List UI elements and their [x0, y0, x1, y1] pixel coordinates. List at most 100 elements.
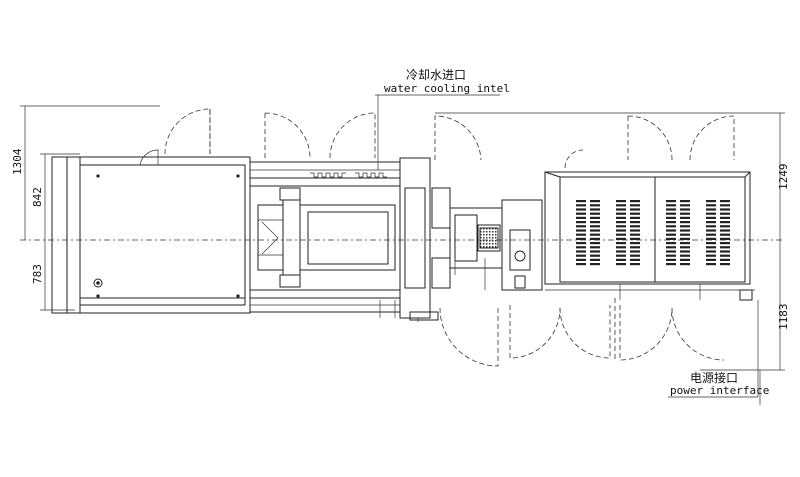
vent-slat — [590, 258, 600, 261]
clamping-unit — [51, 149, 251, 314]
vent-slat — [630, 258, 640, 261]
vent-slat — [616, 225, 626, 228]
vent-slat — [706, 229, 716, 232]
vent-slat — [680, 212, 690, 215]
door-swings-top — [164, 108, 735, 169]
vent-slat — [720, 204, 730, 207]
vent-slat — [720, 216, 730, 219]
vent-slat — [666, 200, 676, 203]
vent-slat — [720, 237, 730, 240]
door-swings-bottom — [439, 298, 725, 367]
vent-slat — [706, 250, 716, 253]
vent-slat — [666, 263, 676, 266]
dim-1304: 1304 — [11, 148, 24, 175]
vent-slat — [576, 212, 586, 215]
vent-slat — [706, 233, 716, 236]
vent-slat — [576, 263, 586, 266]
vent-slat — [590, 263, 600, 266]
power-label-cn: 电源接口 — [690, 370, 738, 385]
vent-slat — [680, 233, 690, 236]
vent-slat — [630, 237, 640, 240]
vent-slat — [630, 221, 640, 224]
dim-1249: 1249 — [777, 164, 790, 191]
vent-slat — [630, 242, 640, 245]
vent-slat — [576, 254, 586, 257]
vent-slat — [576, 246, 586, 249]
vent-slat — [590, 250, 600, 253]
vent-slat — [720, 200, 730, 203]
vent-slat — [720, 250, 730, 253]
electrical-cabinet — [544, 171, 755, 301]
vent-slat — [576, 204, 586, 207]
vent-slat — [590, 246, 600, 249]
vent-slat — [666, 246, 676, 249]
vent-slat — [720, 246, 730, 249]
cooling-label-en: water cooling intel — [384, 82, 510, 95]
vent-slat — [576, 225, 586, 228]
vent-slat — [616, 233, 626, 236]
vent-slat — [706, 263, 716, 266]
vent-slat — [706, 225, 716, 228]
vent-slat — [630, 233, 640, 236]
vent-slat — [680, 250, 690, 253]
vent-slat — [630, 212, 640, 215]
vent-slat — [720, 242, 730, 245]
vent-slat — [680, 216, 690, 219]
vent-slat — [590, 204, 600, 207]
vent-slat — [706, 204, 716, 207]
vent-slat — [706, 246, 716, 249]
vent-slat — [576, 250, 586, 253]
vent-slat — [706, 242, 716, 245]
vent-slat — [616, 263, 626, 266]
vent-slat — [616, 246, 626, 249]
vent-slat — [616, 229, 626, 232]
fixed-platen — [399, 157, 451, 322]
vent-slat — [666, 204, 676, 207]
vent-slat — [630, 250, 640, 253]
vent-slat — [680, 254, 690, 257]
vent-slat — [720, 263, 730, 266]
vent-slat — [630, 204, 640, 207]
left-dimensions: 1304 842 783 — [11, 105, 160, 311]
vent-slat — [630, 229, 640, 232]
vent-slat — [706, 212, 716, 215]
vent-slat — [720, 258, 730, 261]
cabinet-vents — [576, 200, 730, 266]
vent-slat — [720, 212, 730, 215]
vent-slat — [720, 208, 730, 211]
vent-slat — [680, 229, 690, 232]
vent-slat — [590, 242, 600, 245]
cooling-inlet-callout: 冷却水进口 water cooling intel — [375, 68, 510, 170]
vent-slat — [616, 200, 626, 203]
vent-slat — [706, 216, 716, 219]
vent-slat — [706, 254, 716, 257]
vent-slat — [576, 200, 586, 203]
vent-slat — [616, 237, 626, 240]
vent-slat — [680, 237, 690, 240]
vent-slat — [680, 208, 690, 211]
right-dimensions: 1249 1183 — [435, 112, 790, 405]
vent-slat — [630, 216, 640, 219]
vent-slat — [720, 254, 730, 257]
vent-slat — [616, 254, 626, 257]
vent-slat — [666, 229, 676, 232]
vent-slat — [666, 258, 676, 261]
vent-slat — [576, 208, 586, 211]
vent-slat — [590, 212, 600, 215]
dim-842: 842 — [31, 187, 44, 207]
vent-slat — [666, 221, 676, 224]
cooling-label-cn: 冷却水进口 — [406, 68, 466, 82]
vent-slat — [576, 233, 586, 236]
vent-slat — [706, 221, 716, 224]
vent-slat — [720, 229, 730, 232]
vent-slat — [616, 242, 626, 245]
vent-slat — [590, 254, 600, 257]
dim-1183: 1183 — [777, 304, 790, 331]
vent-slat — [720, 233, 730, 236]
vent-slat — [590, 233, 600, 236]
vent-slat — [630, 246, 640, 249]
vent-slat — [680, 263, 690, 266]
vent-slat — [666, 225, 676, 228]
vent-slat — [666, 208, 676, 211]
